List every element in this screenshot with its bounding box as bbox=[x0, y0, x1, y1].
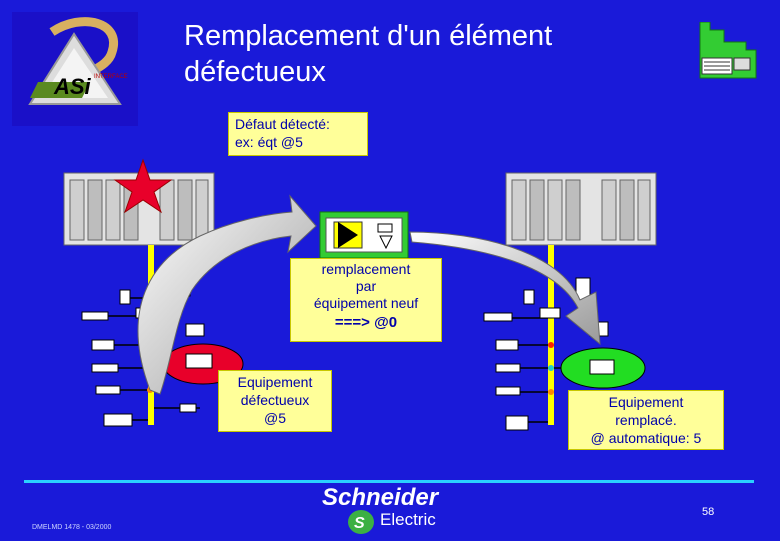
footer-divider bbox=[24, 480, 754, 483]
replaced-line3: @ automatique: 5 bbox=[590, 430, 702, 446]
brand-logo-icon: S bbox=[346, 508, 376, 541]
replaced-equipment-box: Equipement remplacé. @ automatique: 5 bbox=[568, 390, 724, 450]
defective-line1: Equipement bbox=[237, 374, 313, 390]
brand-name: Schneider bbox=[322, 484, 439, 511]
svg-text:S: S bbox=[354, 515, 365, 532]
replacement-line1: remplacement bbox=[321, 261, 411, 277]
defective-line3: @5 bbox=[264, 410, 286, 426]
replacement-box: remplacement par équipement neuf ===> @0 bbox=[290, 258, 442, 342]
footer-code: DMELMD 1478 - 03/2000 bbox=[32, 524, 112, 531]
asi-logo: ASi INTERFACE bbox=[12, 12, 138, 126]
fault-detected-line2: ex: éqt @5 bbox=[235, 134, 303, 150]
logo-subtext: INTERFACE bbox=[94, 74, 128, 80]
defective-equipment-box: Equipement défectueux @5 bbox=[218, 370, 332, 432]
defective-line2: défectueux bbox=[240, 392, 310, 408]
arrow-install bbox=[409, 231, 601, 346]
logo-text: ASi bbox=[53, 74, 92, 99]
floppy-network-icon bbox=[694, 21, 760, 85]
page-title: Remplacement d'un élément défectueux bbox=[184, 20, 553, 88]
replaced-line2: remplacé. bbox=[615, 412, 677, 428]
replacement-line4: ===> @0 bbox=[334, 314, 398, 331]
replacement-line2: par bbox=[355, 278, 377, 294]
replaced-line1: Equipement bbox=[608, 394, 684, 410]
plc-rack-right bbox=[505, 172, 657, 246]
arrow-remove bbox=[137, 194, 317, 395]
fault-detected-line1: Défaut détecté: bbox=[235, 116, 330, 132]
right-devices bbox=[483, 277, 609, 431]
brand-subname: Electric bbox=[380, 510, 436, 529]
page-number: 58 bbox=[702, 506, 715, 518]
fault-star-icon bbox=[113, 158, 173, 214]
replacement-line3: équipement neuf bbox=[313, 295, 419, 311]
new-equipment-module bbox=[319, 211, 409, 259]
fault-detected-box: Défaut détecté: ex: éqt @5 bbox=[228, 112, 368, 156]
